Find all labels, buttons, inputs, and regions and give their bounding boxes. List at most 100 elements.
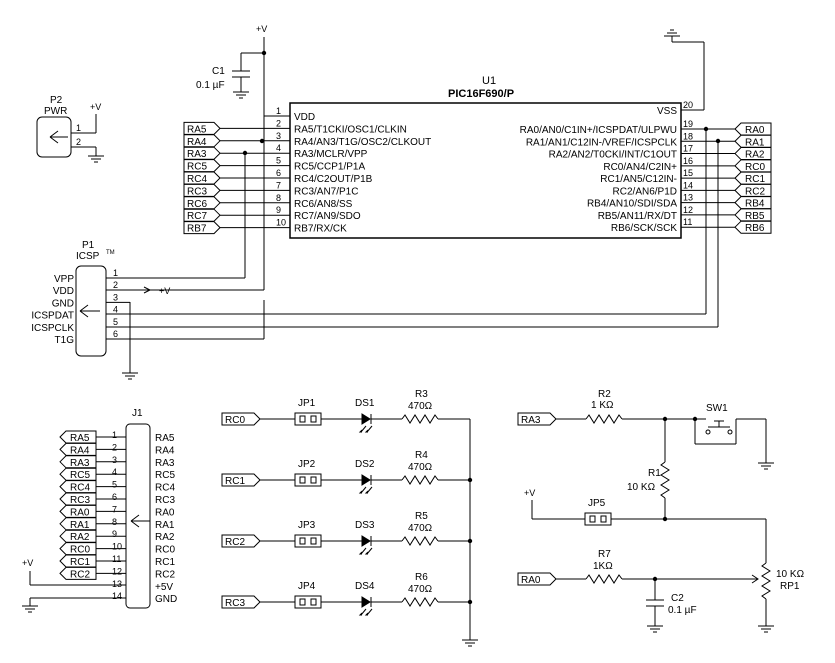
u1-pin-name: RC1/AN5/C12IN- (600, 174, 677, 185)
p2-ref: P2 (50, 95, 63, 106)
p1-pin-num: 1 (113, 268, 118, 278)
u1-pin-num: 19 (683, 119, 693, 129)
u1-ref: U1 (482, 75, 496, 87)
vss-ground-icon (664, 29, 680, 37)
u1-pin-num: 11 (683, 217, 692, 227)
u1-pin-num: 4 (276, 143, 281, 153)
r7-ref: R7 (598, 549, 611, 560)
led-ground-icon (462, 639, 478, 647)
jp-supply: +V (524, 488, 535, 498)
net-label-ra4-text: RA4 (187, 137, 207, 148)
u1-pin-name: RC3/AN7/P1C (294, 186, 358, 197)
j1-net-label-ra3-text: RA3 (70, 458, 90, 469)
led-net-label: RC3 (225, 598, 245, 609)
u1-pin-num: 18 (683, 131, 693, 141)
c1-supply: +V (256, 24, 267, 34)
net-label-ra1: RA1 (734, 134, 772, 148)
net-label-rb7-text: RB7 (187, 224, 207, 235)
u1-left-pins: VDD1RA5/T1CKI/OSC1/CLKIN2RA5RA4/AN3/T1G/… (183, 106, 431, 235)
net-label-ra5: RA5 (183, 121, 221, 135)
pot-circuit: RA0 R7 1KΩ C2 0.1 µF 10 KΩ RP1 (517, 549, 805, 633)
p2-pin1: 1 (76, 123, 81, 133)
net-label-ra2-text: RA2 (745, 150, 765, 161)
j1-net-label-rc3-text: RC3 (70, 495, 90, 506)
c2-value: 0.1 µF (668, 605, 697, 616)
j1-net-label-ra5-text: RA5 (70, 433, 90, 444)
res-ref: R4 (415, 450, 428, 461)
res-value: 470Ω (408, 462, 433, 473)
j1-pin-num: 13 (112, 579, 122, 589)
net-label-rc4-text: RC4 (187, 174, 207, 185)
p1-connector: P1 ICSP TM VPP1VDD2GND3ICSPDAT4ICSPCLK5T… (31, 116, 721, 380)
c1-ground-icon (233, 91, 249, 99)
pot-net-label: RA0 (521, 575, 541, 586)
p1-pin-label: VDD (53, 286, 74, 297)
net-label-ra3: RA3 (183, 146, 221, 160)
j1-net-label-rc4-text: RC4 (70, 483, 90, 494)
u1-pin-num: 20 (683, 100, 693, 110)
net-label-rb4: RB4 (734, 196, 772, 210)
u1-pin-num: 3 (276, 131, 281, 141)
j1-pin-label: +5V (155, 582, 173, 593)
u1-pin-name: RB4/AN10/SDI/SDA (587, 199, 677, 210)
net-label-rc1: RC1 (734, 171, 772, 185)
u1-pin-name: RB6/SCK/SCK (611, 223, 677, 234)
u1-pin-name: RA5/T1CKI/OSC1/CLKIN (294, 124, 407, 135)
j1-net-label-rc1: RC1 (59, 554, 97, 568)
j1-net-label-rc1-text: RC1 (70, 557, 90, 568)
jp5-ref: JP5 (588, 498, 606, 509)
net-label-rc0: RC0 (734, 159, 772, 173)
vss-ground (664, 29, 705, 111)
net-label-rc5-text: RC5 (187, 162, 207, 173)
j1-pin-num: 10 (112, 542, 122, 552)
c1-value: 0.1 µF (196, 80, 225, 91)
net-label-ra0-text: RA0 (745, 125, 765, 136)
j1-pin-num: 4 (112, 467, 117, 477)
p1-pin-label: ICSPCLK (31, 323, 74, 334)
p1-tm: TM (106, 250, 115, 256)
j1-pin-label: GND (155, 594, 177, 605)
net-label-rb4-text: RB4 (745, 199, 765, 210)
jumper-ref: JP1 (298, 398, 316, 409)
res-ref: R6 (415, 572, 428, 583)
u1-pin-num: 17 (683, 144, 693, 154)
p1-supply: +V (159, 286, 170, 296)
j1-net-label-ra2: RA2 (59, 529, 97, 543)
p2-ground-icon (88, 155, 104, 163)
net-label-rb5-text: RB5 (745, 211, 765, 222)
diode-ref: DS1 (355, 398, 375, 409)
u1-part: PIC16F690/P (448, 88, 514, 100)
j1-pin-label: RC5 (155, 470, 175, 481)
p2-supply: +V (90, 102, 101, 112)
j1-pin-label: RC4 (155, 483, 175, 494)
net-label-rc4: RC4 (183, 171, 221, 185)
j1-net-label-ra4: RA4 (59, 442, 97, 456)
r7-value: 1KΩ (593, 561, 613, 572)
p1-pin-num: 5 (113, 317, 118, 327)
j1-ref: J1 (132, 408, 143, 419)
j1-pins: RA51RA5RA42RA4RA33RA3RC54RC5RC45RC4RC36R… (59, 430, 177, 605)
j1-pin-num: 11 (112, 554, 121, 564)
j1-net-label-ra5: RA5 (59, 430, 97, 444)
res-value: 470Ω (408, 523, 433, 534)
u1-pin-num: 14 (683, 180, 693, 190)
sw1-ref: SW1 (706, 403, 728, 414)
net-label-rc2-text: RC2 (745, 186, 765, 197)
u1-right-pins: VSS20RA0/AN0/C1IN+/ICSPDAT/ULPWU19RA0RA1… (520, 100, 772, 234)
u1-pin-name: RA0/AN0/C1IN+/ICSPDAT/ULPWU (520, 125, 677, 136)
j1-pin-num: 5 (112, 480, 117, 490)
p1-pin-label: ICSPDAT (31, 311, 74, 322)
j1-net-label-ra1: RA1 (59, 517, 97, 531)
u1-pin-num: 6 (276, 168, 281, 178)
r1-ref: R1 (648, 468, 661, 479)
p1-pin-label: GND (52, 298, 74, 309)
p1-pin-num: 6 (113, 329, 118, 339)
net-label-rb6: RB6 (734, 220, 772, 234)
r2-value: 1 KΩ (591, 400, 614, 411)
j1-pin-label: RC1 (155, 557, 175, 568)
u1-pin-name: RC5/CCP1/P1A (294, 162, 365, 173)
j1-pin-label: RC2 (155, 569, 175, 580)
